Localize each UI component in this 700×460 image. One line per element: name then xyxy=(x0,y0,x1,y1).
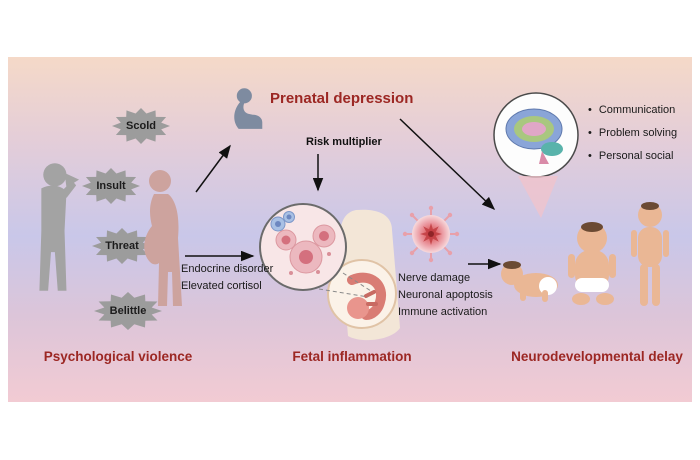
prenatal-depression-title: Prenatal depression xyxy=(270,90,414,107)
burst-label: Belittle xyxy=(109,305,147,317)
burst-label: Threat xyxy=(105,240,139,252)
inflamed-cells-magnifier-icon xyxy=(258,202,348,292)
effects-text: Nerve damage Neuronal apoptosis Immune a… xyxy=(398,270,493,321)
bullet-item: Communication xyxy=(588,104,677,116)
bullet-label: Problem solving xyxy=(598,127,678,139)
outcomes-bullet-list: Communication Problem solving Personal s… xyxy=(588,104,677,173)
depressed-person-icon xyxy=(233,86,267,134)
effect-line: Neuronal apoptosis xyxy=(398,289,493,302)
brain-icon xyxy=(492,91,580,179)
mechanism-line: Endocrine disorder xyxy=(181,263,274,275)
risk-multiplier-label: Risk multiplier xyxy=(306,136,382,148)
effect-line: Nerve damage xyxy=(398,272,471,284)
bullet-item: Personal social xyxy=(588,150,677,162)
burst-label: Scold xyxy=(126,120,156,132)
mechanism-line: Elevated cortisol xyxy=(181,280,262,293)
standing-toddler-illustration xyxy=(628,202,676,308)
psychological-violence-label: Psychological violence xyxy=(43,349,193,364)
mechanism-text: Endocrine disorder Elevated cortisol xyxy=(181,261,273,295)
fetal-inflammation-label: Fetal inflammation xyxy=(292,349,412,364)
bullet-item: Problem solving xyxy=(588,127,677,139)
pregnant-woman-silhouette-icon xyxy=(140,168,192,310)
crawling-baby-illustration xyxy=(500,252,562,304)
bullet-label: Personal social xyxy=(598,150,674,162)
shouting-person-silhouette-icon xyxy=(22,158,80,296)
burst-label: Insult xyxy=(96,180,126,192)
bullet-label: Communication xyxy=(598,104,676,116)
inflammation-virus-icon xyxy=(402,205,460,263)
sitting-baby-illustration xyxy=(562,222,626,308)
effect-line: Immune activation xyxy=(398,306,488,319)
neurodevelopmental-delay-label: Neurodevelopmental delay xyxy=(511,349,683,364)
